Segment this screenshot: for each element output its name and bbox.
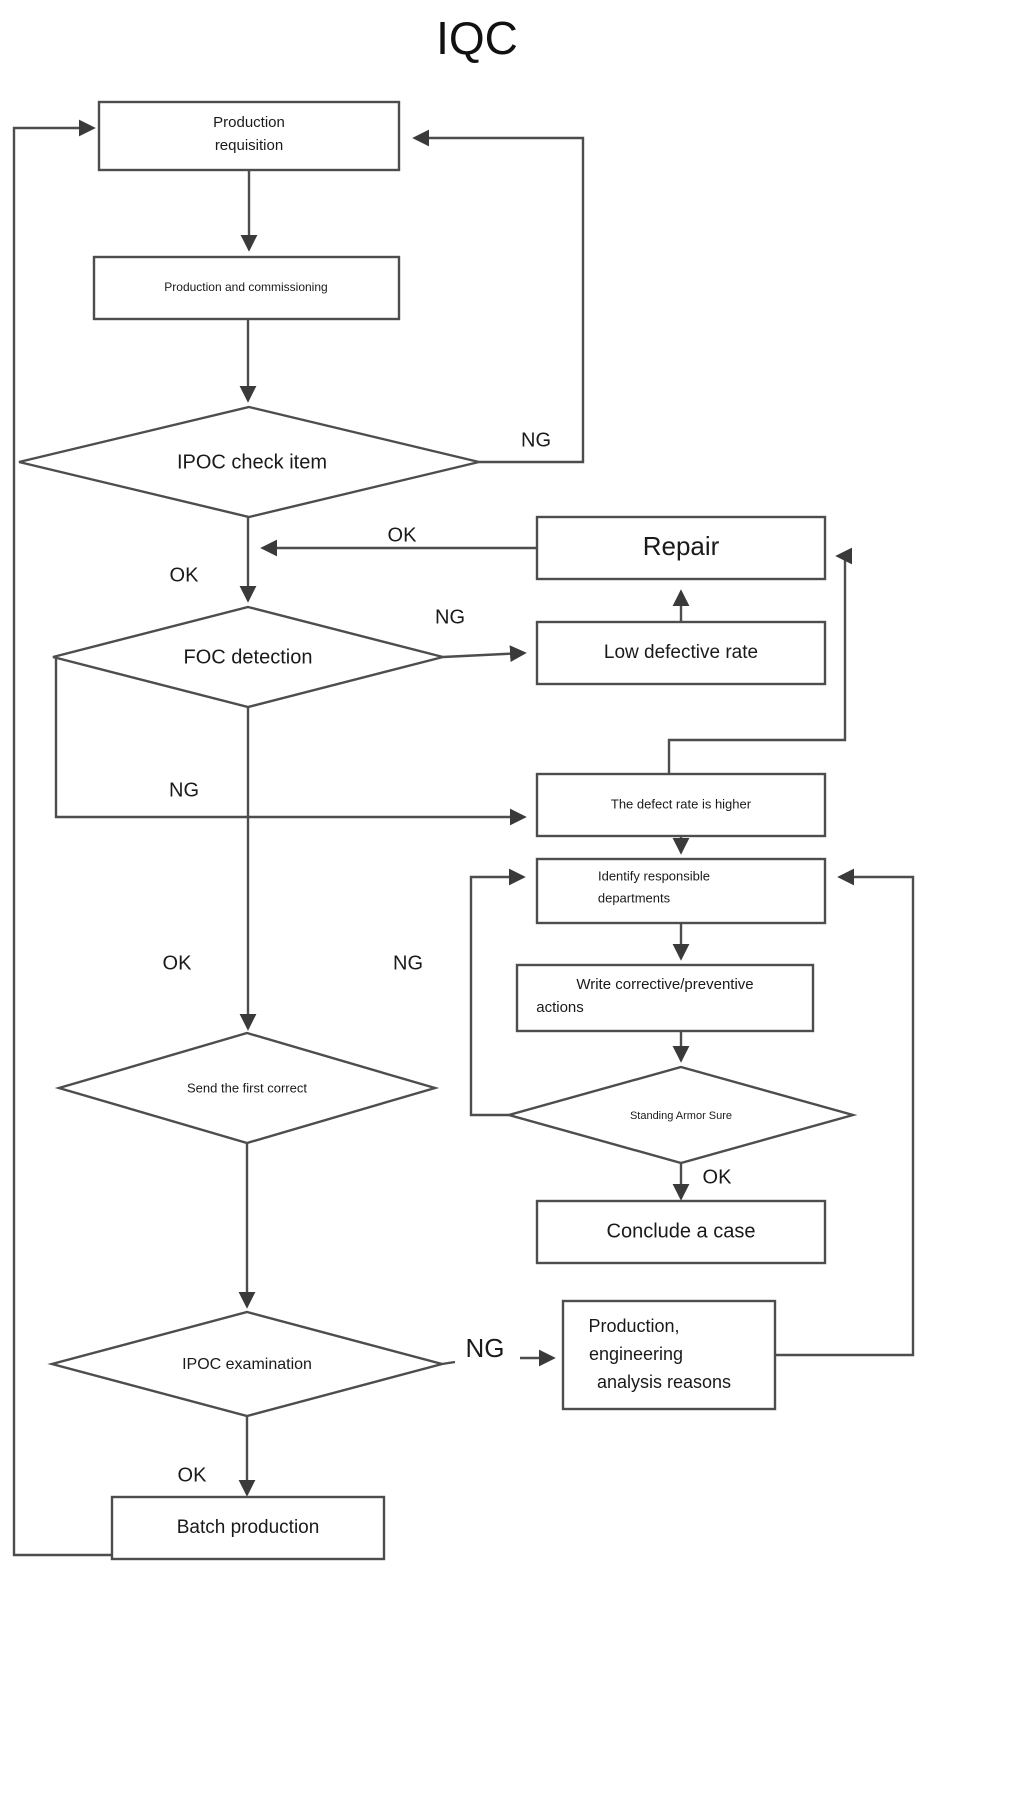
edge-label-ok-batch: OK: [178, 1464, 208, 1486]
node-label-production-analysis-line1: Production,: [588, 1316, 679, 1336]
page-title: IQC: [436, 12, 518, 64]
edge-label-ng-send-first: NG: [393, 952, 423, 974]
edge-foc-ng-to-low-defective: [442, 645, 527, 663]
node-production-requisition[interactable]: Production requisition: [97, 100, 401, 172]
edge-ipoc-ng-to-requisition: [412, 129, 585, 464]
node-ipoc-check-item[interactable]: IPOC check item: [18, 405, 480, 519]
node-batch-production[interactable]: Batch production: [110, 1495, 386, 1561]
node-label-foc-detection: FOC detection: [184, 646, 313, 668]
node-label-repair: Repair: [643, 531, 720, 561]
edge-label-ng-exam: NG: [466, 1333, 505, 1363]
node-label-send-the-first-correct: Send the first correct: [187, 1080, 307, 1095]
edge-label-ok-standing: OK: [703, 1166, 733, 1188]
node-label-production-requisition-line1: Production: [213, 114, 285, 131]
node-label-conclude-a-case: Conclude a case: [607, 1220, 756, 1242]
edge-defect-higher-to-repair: [667, 547, 852, 774]
edge-label-ng-foc-defect: NG: [169, 779, 199, 801]
node-production-and-commissioning[interactable]: Production and commissioning: [92, 255, 401, 321]
node-repair[interactable]: Repair: [535, 515, 827, 581]
node-label-batch-production: Batch production: [177, 1517, 320, 1538]
node-label-production-analysis-line2: engineering: [589, 1344, 683, 1364]
node-label-write-actions-line2: actions: [536, 999, 584, 1016]
node-identify-responsible-departments[interactable]: Identify responsible departments: [535, 857, 827, 925]
node-label-defect-rate-higher: The defect rate is higher: [611, 796, 752, 811]
edge-foc-ng-to-defect-higher: [54, 657, 527, 826]
node-standing-armor-sure[interactable]: Standing Armor Sure: [504, 1065, 858, 1165]
edge-label-ok-repair: OK: [388, 524, 418, 546]
node-label-low-defective-rate: Low defective rate: [604, 642, 758, 663]
edge-label-ng-foc-low: NG: [435, 606, 465, 628]
node-label-production-requisition-line2: requisition: [215, 137, 283, 154]
node-layer: Production requisition Production and co…: [18, 100, 858, 1561]
node-label-production-and-commissioning: Production and commissioning: [164, 280, 327, 294]
node-label-production-analysis-line3: analysis reasons: [597, 1372, 731, 1392]
edge-standing-ng-to-identify: [469, 868, 526, 1117]
edge-label-ok-ipoc-check: OK: [170, 564, 200, 586]
node-label-write-actions-line1: Write corrective/preventive: [576, 976, 753, 993]
node-label-ipoc-check-item: IPOC check item: [177, 451, 327, 473]
edge-production-analysis-to-identify: [775, 868, 915, 1357]
edge-label-ng-ipoc-check: NG: [521, 429, 551, 451]
edge-label-layer: NG OK OK NG NG OK NG OK NG OK: [163, 429, 733, 1486]
node-label-identify-departments-line2: departments: [598, 890, 671, 905]
node-label-standing-armor-sure: Standing Armor Sure: [630, 1110, 732, 1122]
node-ipoc-examination[interactable]: IPOC examination: [47, 1310, 447, 1418]
edge-label-ok-send-first: OK: [163, 952, 193, 974]
edge-layer: [12, 119, 915, 1557]
edge-batch-to-requisition: [12, 119, 130, 1557]
node-write-corrective-preventive-actions[interactable]: Write corrective/preventive actions: [515, 963, 815, 1033]
node-foc-detection[interactable]: FOC detection: [52, 605, 444, 709]
node-production-engineering-analysis[interactable]: Production, engineering analysis reasons: [561, 1299, 777, 1411]
node-defect-rate-higher[interactable]: The defect rate is higher: [535, 772, 827, 838]
node-send-the-first-correct[interactable]: Send the first correct: [54, 1031, 440, 1145]
node-low-defective-rate[interactable]: Low defective rate: [535, 620, 827, 686]
node-label-identify-departments-line1: Identify responsible: [598, 868, 710, 883]
node-label-ipoc-examination: IPOC examination: [182, 1356, 312, 1373]
node-conclude-a-case[interactable]: Conclude a case: [535, 1199, 827, 1265]
